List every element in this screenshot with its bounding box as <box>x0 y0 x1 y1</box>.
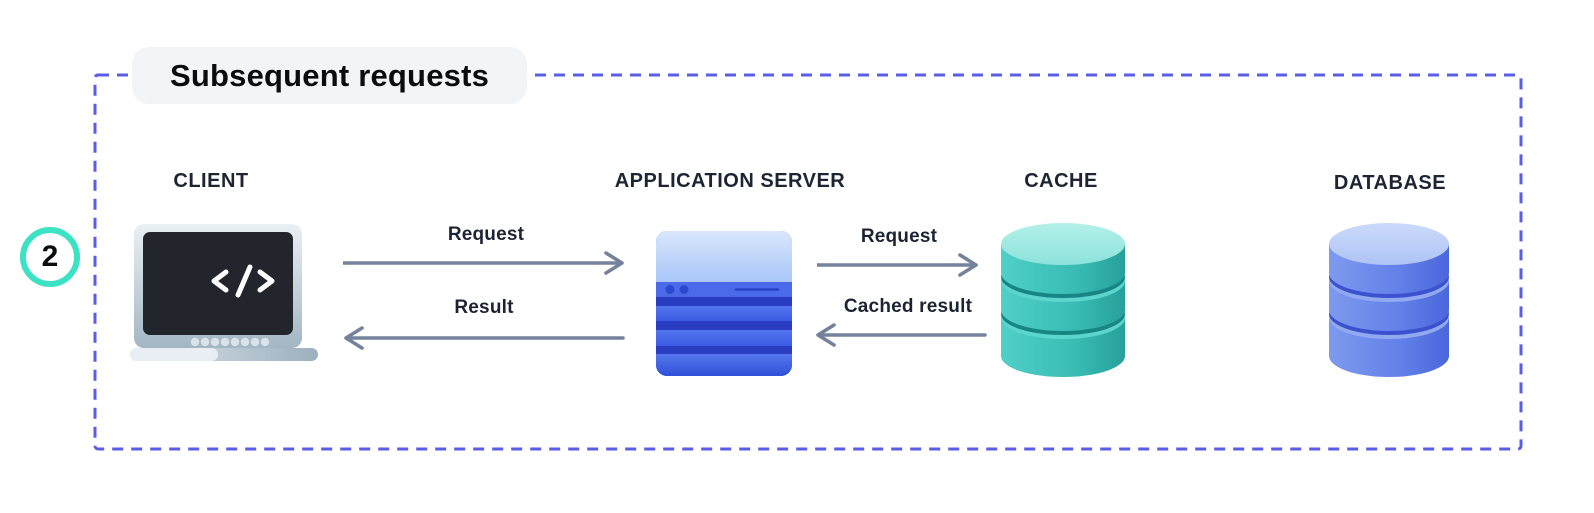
arrow-cached-result-cache-to-server <box>816 323 987 347</box>
node-label-app-server: APPLICATION SERVER <box>614 170 846 192</box>
node-label-cache: CACHE <box>1024 170 1098 192</box>
database-cylinder-icon <box>1329 223 1449 377</box>
diagram-title: Subsequent requests <box>170 57 490 93</box>
node-label-database: DATABASE <box>1333 172 1447 194</box>
server-icon <box>656 231 792 376</box>
flow-label-result: Result <box>454 297 514 318</box>
step-badge: 2 <box>20 227 80 287</box>
dashed-frame <box>93 73 1523 451</box>
diagram-title-pill: Subsequent requests <box>132 47 528 104</box>
node-label-client: CLIENT <box>173 170 249 192</box>
step-number: 2 <box>41 240 59 273</box>
arrow-result-server-to-client <box>344 326 625 350</box>
cache-cylinder-icon <box>1001 223 1125 377</box>
flow-label-request-2: Request <box>860 226 938 247</box>
arrow-request-server-to-cache <box>817 253 978 277</box>
flow-label-cached-result: Cached result <box>843 296 973 317</box>
flow-label-request-1: Request <box>447 224 525 245</box>
arrow-request-client-to-server <box>343 251 624 275</box>
laptop-code-icon <box>130 224 318 361</box>
